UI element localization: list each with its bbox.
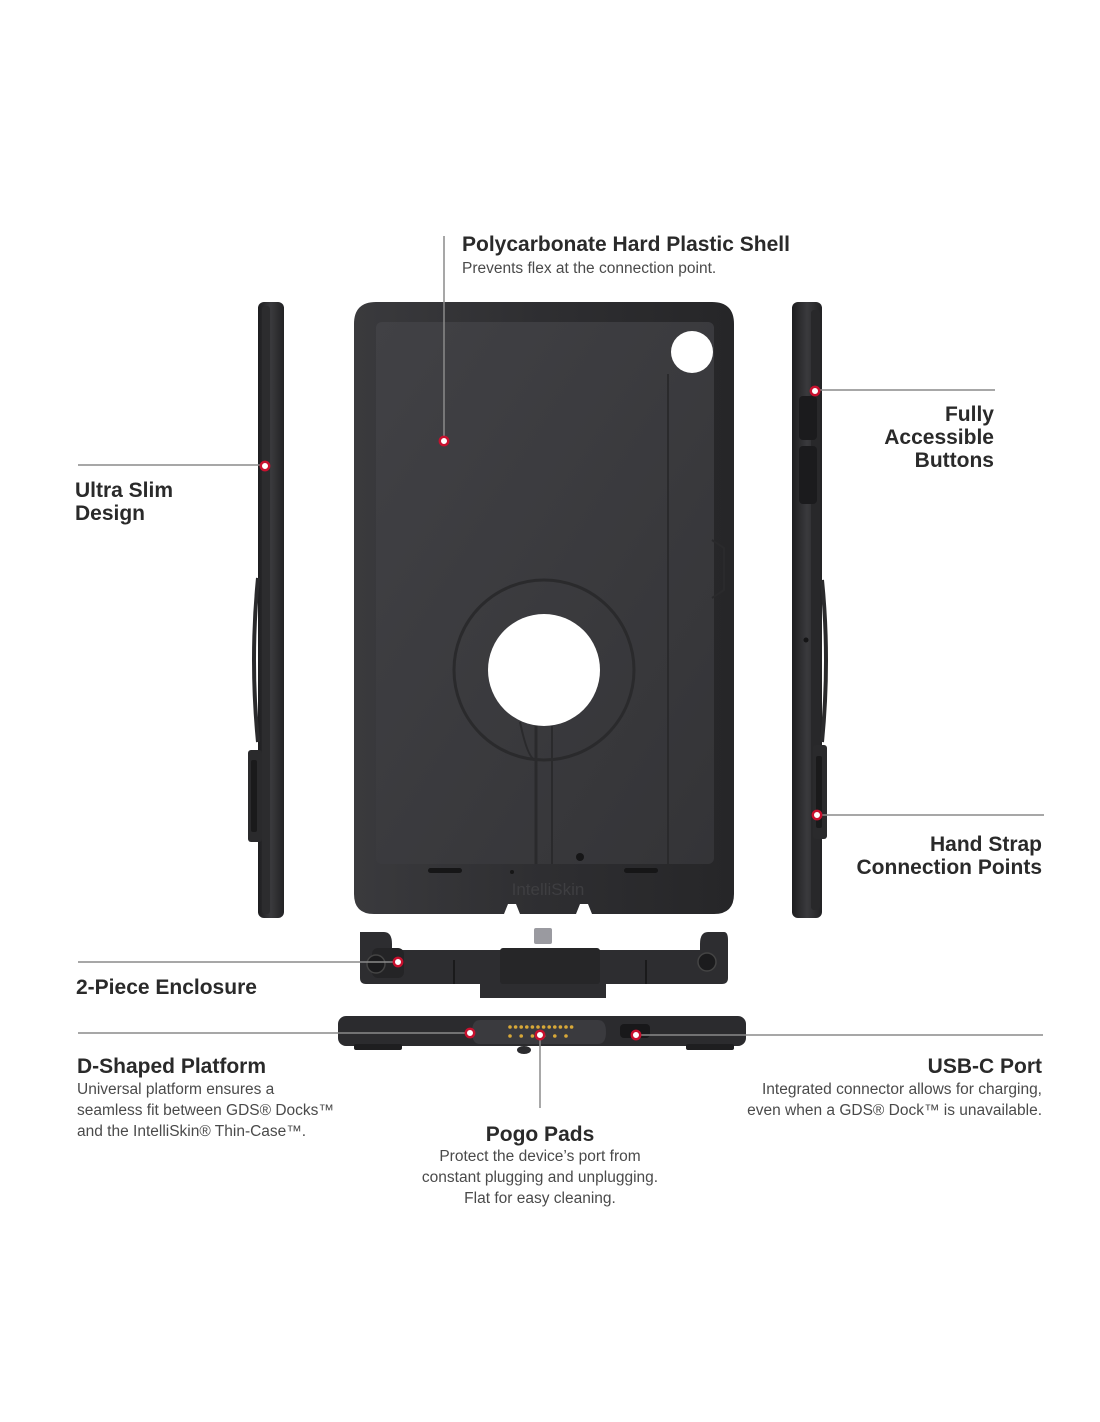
connector-piece-top-view bbox=[360, 928, 728, 998]
platform-title: D-Shaped Platform bbox=[77, 1055, 267, 1078]
pogo-pin bbox=[508, 1034, 512, 1038]
marker-usbc bbox=[630, 1029, 642, 1041]
pogo-description: Protect the device’s port from constant … bbox=[421, 1148, 659, 1207]
pogo-pin bbox=[547, 1025, 551, 1029]
pogo-pin bbox=[519, 1034, 523, 1038]
enclosure-title: 2-Piece Enclosure bbox=[76, 976, 257, 999]
marker-pogo bbox=[534, 1029, 546, 1041]
marker-platform bbox=[464, 1027, 476, 1039]
pogo-pin bbox=[569, 1025, 574, 1029]
marker-enclosure bbox=[392, 956, 404, 968]
right-side-profile bbox=[792, 302, 828, 918]
pogo-title: Pogo Pads bbox=[485, 1123, 595, 1146]
usbc-description: Integrated connector allows for charging… bbox=[747, 1081, 1042, 1119]
shell-title: Polycarbonate Hard Plastic Shell bbox=[462, 233, 790, 256]
callout-lines bbox=[78, 236, 1044, 1108]
pogo-pin bbox=[553, 1034, 557, 1038]
buttons-title: Fully Accessible Buttons bbox=[884, 403, 994, 472]
marker-buttons bbox=[809, 385, 821, 397]
pogo-pin bbox=[525, 1025, 529, 1029]
shell-description: Prevents flex at the connection point. bbox=[462, 260, 717, 277]
marker-slim bbox=[259, 460, 271, 472]
pogo-pin bbox=[530, 1025, 535, 1029]
strap-title: Hand Strap Connection Points bbox=[856, 833, 1043, 879]
pogo-pin bbox=[513, 1025, 518, 1029]
pogo-pin bbox=[536, 1025, 540, 1029]
pogo-pin bbox=[558, 1025, 563, 1029]
pogo-pin bbox=[530, 1034, 535, 1038]
pogo-pin bbox=[564, 1025, 568, 1029]
case-brand-text: IntelliSkin bbox=[512, 880, 585, 899]
case-shell-front: IntelliSkin bbox=[354, 302, 734, 914]
callout-markers bbox=[259, 385, 823, 1041]
pogo-pin bbox=[541, 1025, 546, 1029]
usbc-title: USB-C Port bbox=[927, 1055, 1042, 1078]
platform-description: Universal platform ensures a seamless fi… bbox=[77, 1081, 334, 1140]
left-side-profile bbox=[248, 302, 284, 918]
marker-strap bbox=[811, 809, 823, 821]
pogo-pin bbox=[519, 1025, 523, 1029]
pogo-pin bbox=[553, 1025, 557, 1029]
pogo-pin bbox=[508, 1025, 512, 1029]
marker-shell bbox=[438, 435, 450, 447]
pogo-pin bbox=[564, 1034, 568, 1038]
slim-title: Ultra Slim Design bbox=[75, 479, 174, 525]
